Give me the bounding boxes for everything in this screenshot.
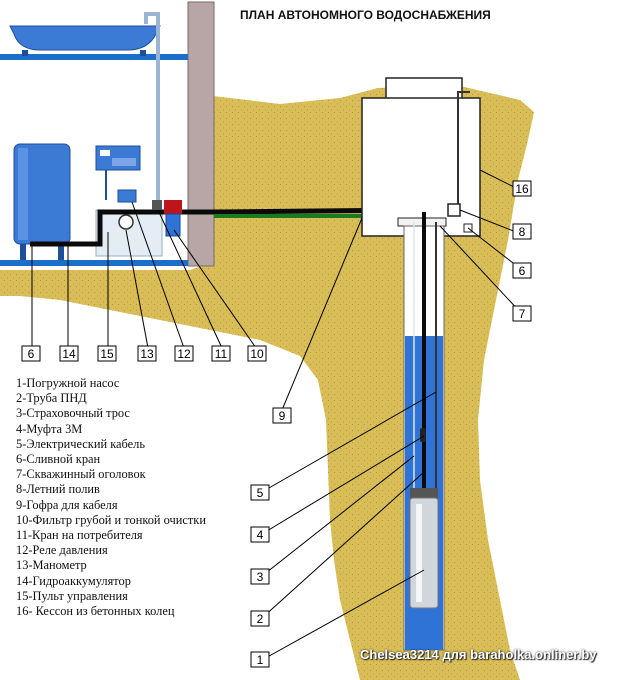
- callout-label: 5: [257, 486, 264, 500]
- callout-labels: 1 2 3 4 5 6 6 7 8 9 10 11 12 13 14 15 16: [28, 182, 529, 667]
- legend-item: 13-Манометр: [16, 558, 87, 573]
- house-wall: [187, 1, 215, 267]
- coupling-3m: [420, 428, 426, 442]
- legend-item: 11-Кран на потребителя: [16, 528, 143, 543]
- callout-label: 11: [215, 347, 228, 361]
- legend-item: 7-Скважинный оголовок: [16, 467, 146, 482]
- pressure-gauge: [118, 214, 134, 230]
- callout-label: 13: [140, 347, 154, 361]
- lower-floor: [0, 260, 188, 266]
- rising-pipe: [144, 12, 160, 206]
- upper-floor: [0, 54, 188, 60]
- callout-label: 7: [519, 307, 526, 321]
- watermark-text: Chelsea3214 для baraholka.onliner.by: [360, 647, 597, 662]
- callout-label: 3: [257, 570, 264, 584]
- callout-label: 4: [257, 528, 264, 542]
- legend-item: 15-Пульт управления: [16, 588, 128, 603]
- legend-item: 2-Труба ПНД: [16, 391, 87, 406]
- legend-item: 12-Реле давления: [16, 543, 108, 558]
- leader-lines: [31, 169, 523, 661]
- callout-label: 2: [257, 612, 264, 626]
- callout-label: 9: [279, 409, 286, 423]
- callout-boxes: [21, 180, 532, 668]
- legend-list: 1-Погружной насос 2-Труба ПНД 3-Страхово…: [16, 376, 206, 619]
- legend-item: 4-Муфта 3М: [16, 421, 83, 436]
- callout-label: 15: [100, 347, 114, 361]
- legend-item: 10-Фильтр грубой и тонкой очистки: [16, 512, 206, 527]
- legend-item: 8-Летний полив: [16, 482, 100, 497]
- callout-label: 12: [177, 347, 191, 361]
- legend-item: 1-Погружной насос: [16, 376, 120, 390]
- diagram-title: ПЛАН АВТОНОМНОГО ВОДОСНАБЖЕНИЯ: [240, 8, 491, 22]
- submersible-pump: [409, 488, 439, 609]
- summer-watering-valve: [447, 203, 461, 217]
- legend-item: 6-Сливной кран: [16, 452, 101, 467]
- legend-item: 14-Гидроаккумулятор: [16, 573, 131, 588]
- callout-label: 16: [515, 182, 529, 196]
- caisson: [361, 77, 481, 237]
- summer-watering-pipe: [457, 91, 470, 206]
- consumer-tap: [152, 200, 162, 210]
- callout-label: 10: [250, 347, 264, 361]
- control-panel: [95, 145, 141, 171]
- legend-item: 3-Страховочный трос: [16, 406, 130, 421]
- callout-label: 6: [28, 347, 35, 361]
- water-filter: [164, 200, 182, 237]
- legend-item: 16- Кессон из бетонных колец: [16, 604, 175, 619]
- callout-label: 1: [257, 653, 264, 667]
- legend-item: 5-Электрический кабель: [16, 436, 145, 451]
- callout-label: 14: [62, 347, 76, 361]
- accumulator-tank: [13, 143, 71, 260]
- callout-label: 6: [519, 264, 526, 278]
- pressure-relay: [117, 189, 137, 203]
- legend-item: 9-Гофра для кабеля: [16, 497, 118, 512]
- callout-label: 8: [519, 225, 526, 239]
- bathtub: [9, 25, 161, 56]
